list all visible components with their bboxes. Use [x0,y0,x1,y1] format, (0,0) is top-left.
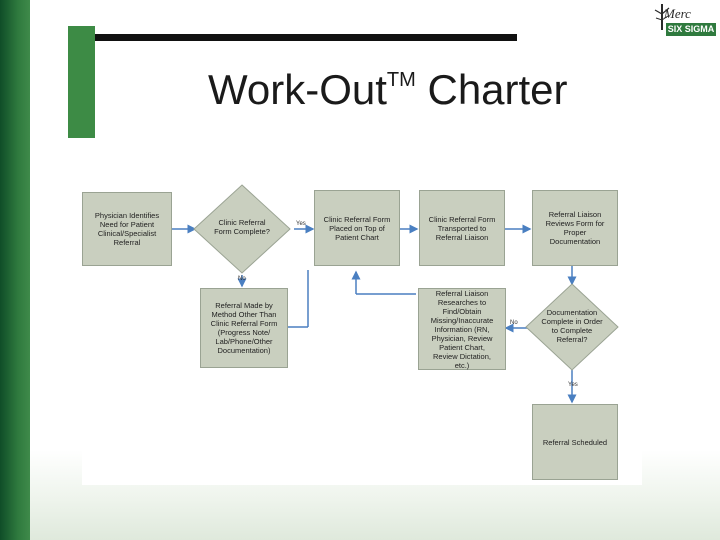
label-yes-doc: Yes [568,382,578,388]
decision-form-complete: Clinic Referral Form Complete? [214,218,270,236]
node-referral-scheduled: Referral Scheduled [532,404,618,480]
label-no-doc: No [510,320,518,326]
logo-figure-icon [654,4,670,30]
logo-subtitle: SIX SIGMA [666,23,716,36]
decision-form-shape [193,184,291,274]
flowchart-connectors [172,184,619,404]
decision-documentation-complete: Documentation Complete in Order to Compl… [541,308,603,344]
label-yes-form: Yes [296,221,306,227]
node-transported: Clinic Referral Form Transported to Refe… [419,190,505,266]
node-liaison-reviews: Referral Liaison Reviews Form for Proper… [532,190,618,266]
decision-doc-shape [525,283,619,371]
company-logo: Merc SIX SIGMA [652,2,718,38]
title-main: Work-Out [208,66,387,113]
title-end: Charter [415,66,568,113]
node-physician-identifies: Physician Identifies Need for Patient Cl… [82,192,172,266]
node-liaison-researches: Referral Liaison Researches to Find/Obta… [418,288,506,370]
title-accent-rule [95,34,517,41]
label-no-form: No [238,276,246,282]
title-accent-block [68,26,95,138]
node-placed-on-chart: Clinic Referral Form Placed on Top of Pa… [314,190,400,266]
slide-title: Work-OutTM Charter [208,66,568,114]
left-brand-band [0,0,30,540]
node-other-method: Referral Made by Method Other Than Clini… [200,288,288,368]
trademark-mark: TM [386,69,416,91]
logo-name: Merc [664,6,691,21]
process-flowchart: Physician Identifies Need for Patient Cl… [82,170,642,485]
